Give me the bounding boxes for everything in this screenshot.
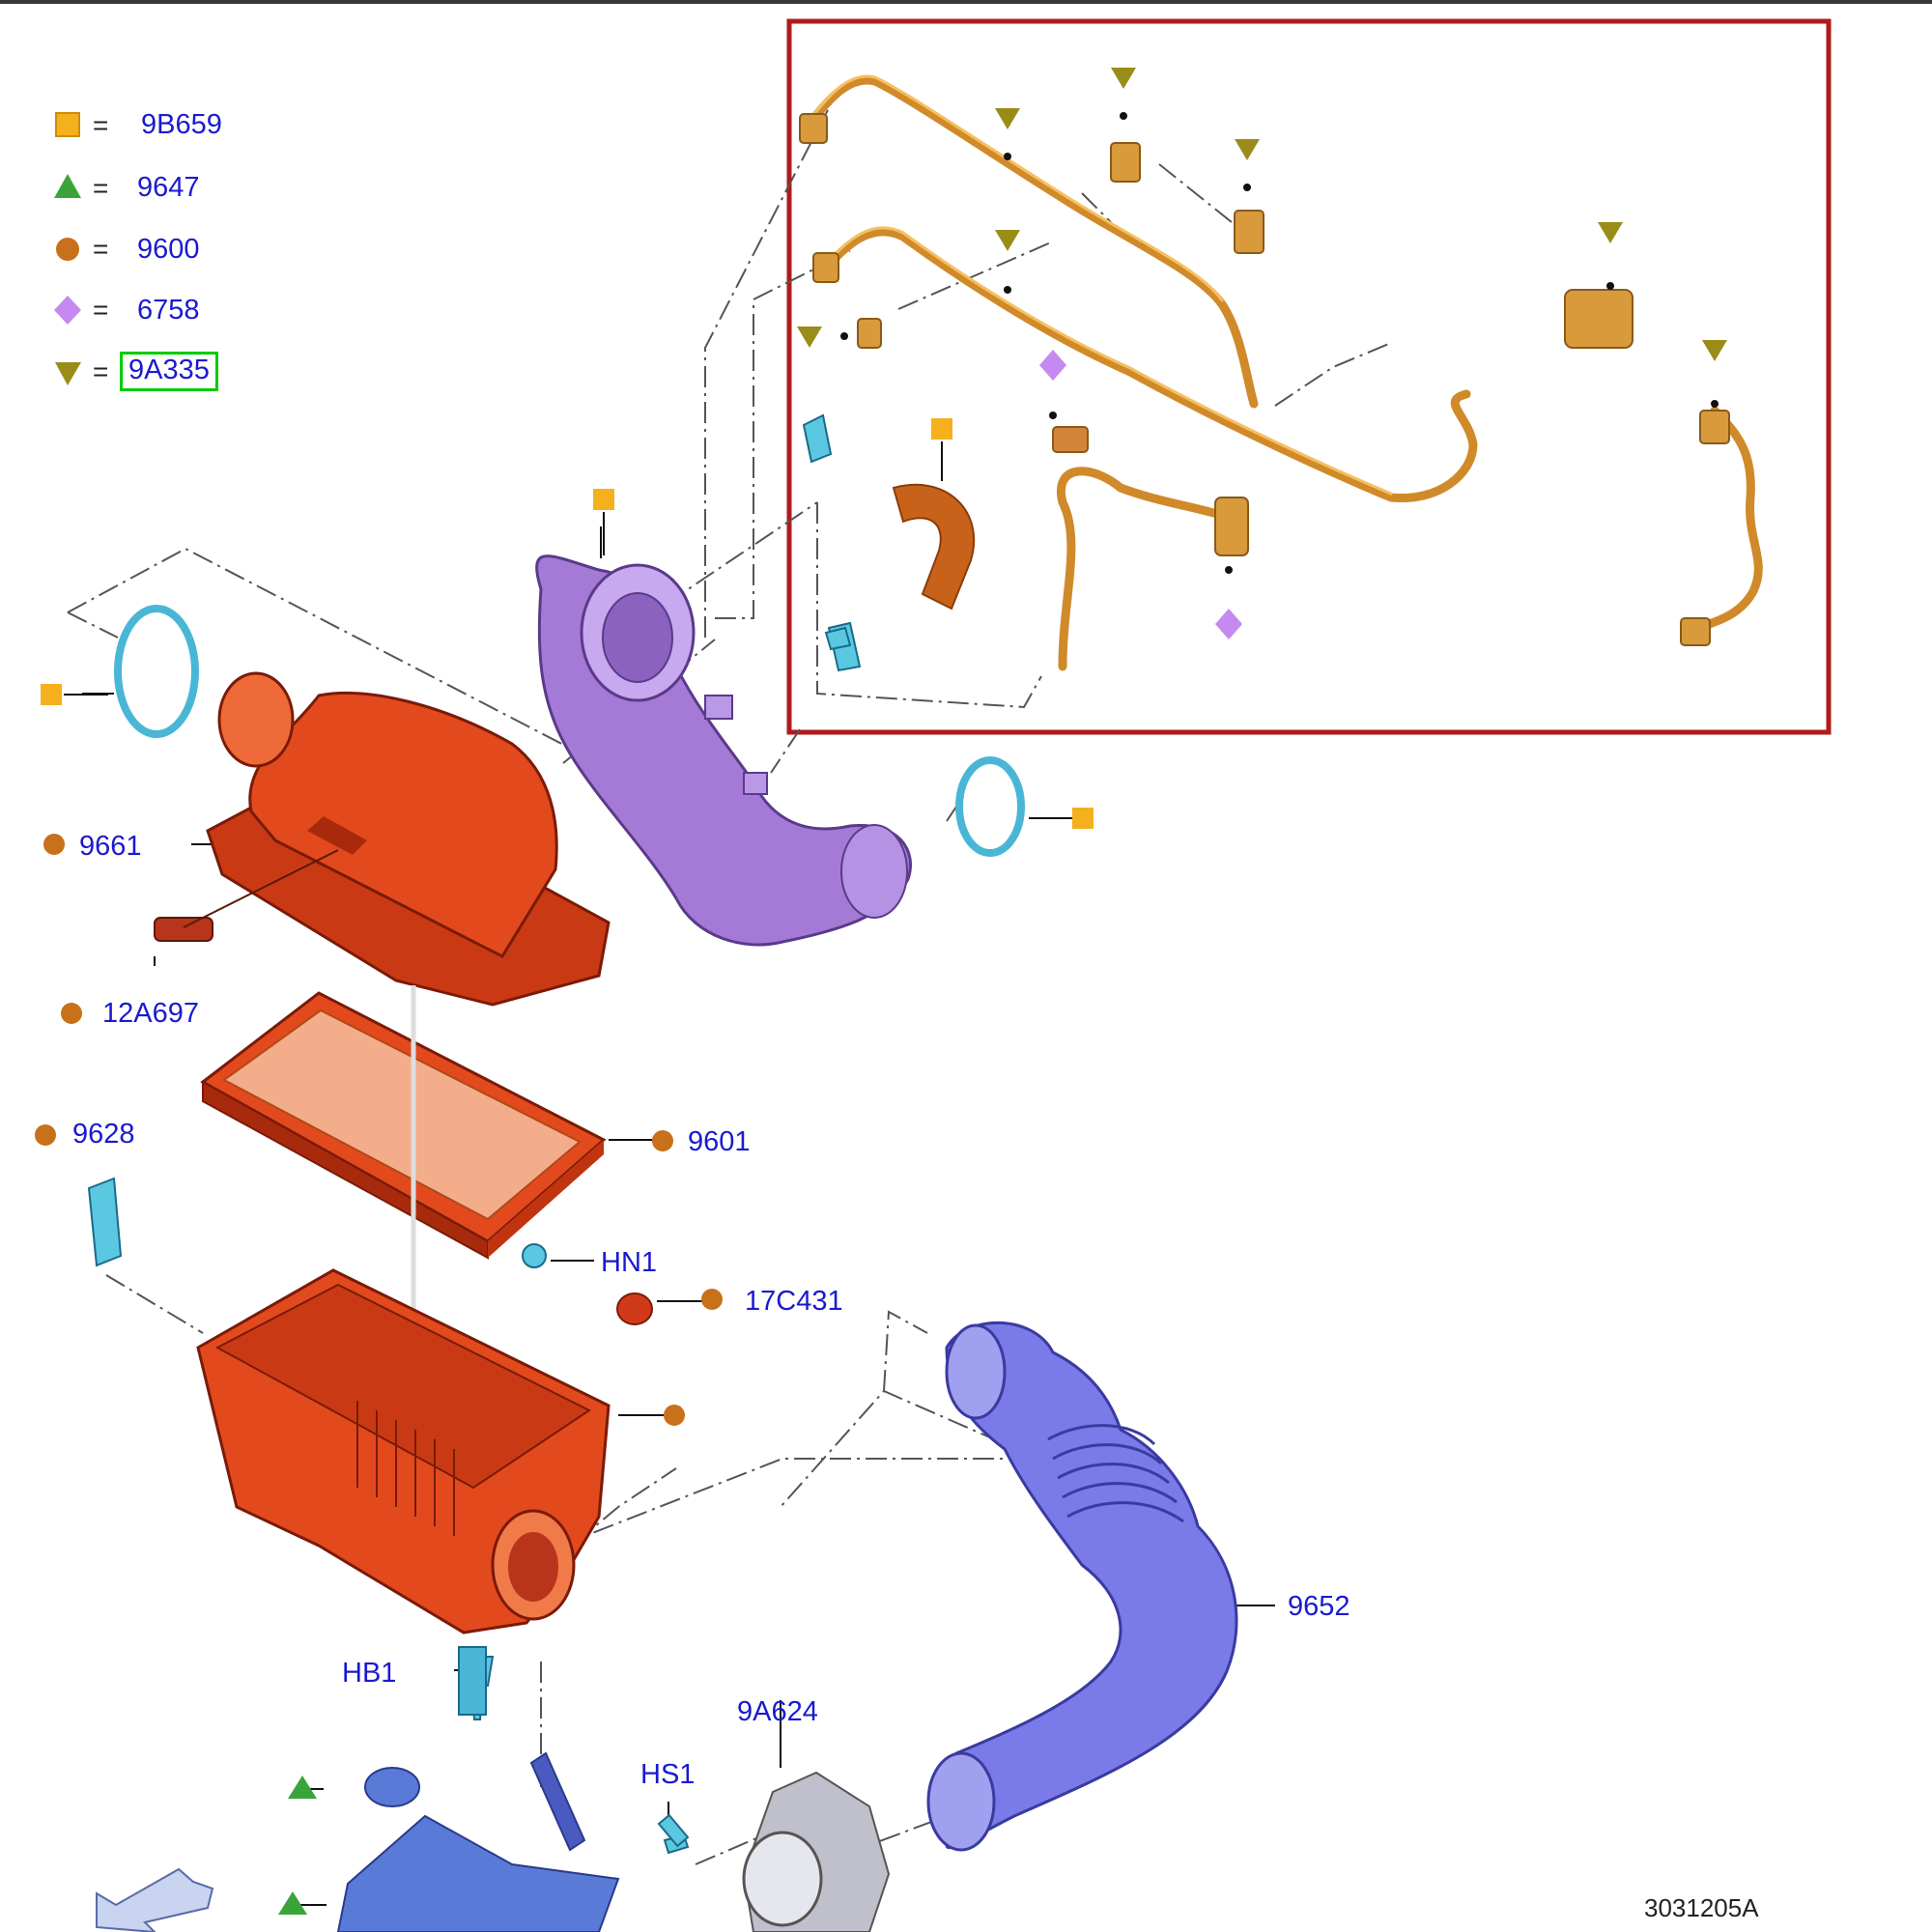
circle-icon — [664, 1405, 685, 1426]
label-9661[interactable]: 9661 — [79, 831, 142, 862]
legend-eq-3: = — [93, 234, 109, 264]
label-hb1[interactable]: HB1 — [342, 1658, 397, 1689]
elbow-hose — [892, 483, 976, 611]
down-triangle-icon — [1702, 340, 1727, 361]
label-hn1[interactable]: HN1 — [601, 1247, 658, 1278]
down-triangle-icon — [995, 108, 1020, 129]
legend-eq-5: = — [93, 356, 109, 386]
vacuum-hoses-highlight — [808, 74, 1393, 496]
down-triangle-icon — [995, 230, 1020, 251]
vacuum-hose-group-frame — [786, 18, 1832, 735]
legend-code-6758[interactable]: 6758 — [137, 295, 200, 326]
label-hs1[interactable]: HS1 — [640, 1759, 696, 1790]
diagram-reference-number: 3031205A — [1644, 1893, 1759, 1922]
circle-icon — [56, 238, 79, 261]
top-border — [0, 0, 1932, 4]
diamond-icon — [54, 296, 81, 325]
air-filter-element — [200, 991, 607, 1260]
maf-sensor-part — [742, 1771, 891, 1932]
legend-code-9a335[interactable]: 9A335 — [120, 352, 218, 391]
diamond-icon — [1215, 609, 1242, 639]
circle-icon — [35, 1124, 56, 1146]
legend-eq-2: = — [93, 173, 109, 203]
vacuum-hoses — [805, 75, 1763, 671]
label-9628[interactable]: 9628 — [72, 1119, 135, 1150]
down-triangle-icon — [1111, 68, 1136, 89]
down-triangle-icon — [55, 362, 81, 385]
legend-code-9600[interactable]: 9600 — [137, 234, 200, 265]
circle-icon — [43, 834, 65, 855]
label-9a624[interactable]: 9A624 — [737, 1696, 818, 1727]
label-9652[interactable]: 9652 — [1288, 1591, 1350, 1622]
legend-eq-1: = — [93, 110, 109, 140]
down-triangle-icon — [1235, 139, 1260, 160]
square-icon — [931, 418, 952, 440]
legend-symbols — [54, 112, 81, 385]
triangle-icon — [288, 1776, 317, 1799]
legend-eq-4: = — [93, 295, 109, 325]
square-icon — [1072, 808, 1094, 829]
legend-code-9647[interactable]: 9647 — [137, 172, 200, 203]
label-12a697[interactable]: 12A697 — [102, 998, 199, 1029]
bracket-parts — [336, 1646, 620, 1932]
screw-part — [657, 1813, 690, 1848]
triangle-icon — [278, 1891, 307, 1915]
front-arrow-icon — [96, 1867, 214, 1932]
air-cleaner-housing — [196, 1268, 611, 1634]
label-9601[interactable]: 9601 — [688, 1126, 751, 1157]
circle-icon — [652, 1130, 673, 1151]
triangle-icon — [54, 174, 81, 198]
down-triangle-icon — [1598, 222, 1623, 243]
legend-code-9b659[interactable]: 9B659 — [141, 109, 222, 140]
diamond-icon — [1039, 350, 1066, 381]
square-icon — [55, 112, 80, 137]
circle-icon — [61, 1003, 82, 1024]
intake-tube — [535, 554, 912, 947]
circle-icon — [701, 1289, 723, 1310]
square-icon — [593, 489, 614, 510]
air-cleaner-cover — [154, 671, 611, 1007]
callout-symbols — [35, 68, 1727, 1915]
grommet-part — [616, 1293, 653, 1325]
down-triangle-icon — [797, 327, 822, 348]
label-17c431[interactable]: 17C431 — [745, 1286, 843, 1317]
outlet-tube — [926, 1321, 1238, 1852]
hose-fittings — [799, 113, 1730, 646]
square-icon — [41, 684, 62, 705]
